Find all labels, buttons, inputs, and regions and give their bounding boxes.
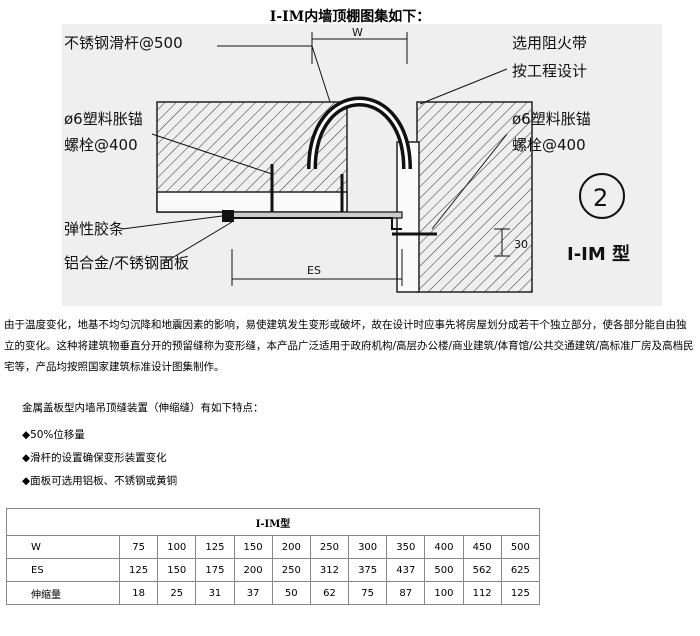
feature-item: ◆50%位移量 xyxy=(22,429,85,441)
description-paragraph: 由于温度变化，地基不均匀沉降和地震因素的影响，易使建筑发生变形或破坏，故在设计时… xyxy=(4,319,694,373)
feature-item: ◆滑杆的设置确保变形装置变化 xyxy=(22,452,167,464)
table-cell: 250 xyxy=(309,535,350,559)
table-cell: 200 xyxy=(233,558,273,582)
label-fire-1: 选用阻火带 xyxy=(512,34,587,52)
table-cell: 350 xyxy=(386,535,426,559)
rubber-strip xyxy=(222,210,234,222)
page-title: I-IM内墙顶棚图集如下： xyxy=(269,9,431,25)
table-cell: 300 xyxy=(348,535,388,559)
label-anchor-right-1: ø6塑料胀锚 xyxy=(512,110,591,128)
table-cell: 375 xyxy=(348,558,388,582)
features-intro: 金属盖板型内墙吊顶缝装置（伸缩缝）有如下特点： xyxy=(22,402,264,414)
features-list: ◆50%位移量 ◆滑杆的设置确保变形装置变化 ◆面板可选用铝板、不锈钢或黄铜 xyxy=(22,424,177,493)
label-anchor-right-2: 螺栓@400 xyxy=(512,136,586,154)
detail-circle xyxy=(579,173,625,219)
cover-panel xyxy=(232,217,402,230)
table-cell: 450 xyxy=(462,535,502,559)
label-fire-2: 按工程设计 xyxy=(512,62,587,80)
row-label: 伸缩量 xyxy=(6,581,120,605)
label-anchor-left-2: 螺栓@400 xyxy=(64,136,138,154)
label-circle-number: 2 xyxy=(593,184,608,212)
table-title-row: I-IM型 xyxy=(6,508,540,536)
table-row: 伸缩量 18 25 31 37 50 62 75 87 100 112 125 xyxy=(6,581,541,605)
label-panel: 铝合金/不锈钢面板 xyxy=(64,254,189,272)
label-rod: 不锈钢滑杆@500 xyxy=(64,34,183,52)
row-label: ES xyxy=(6,558,120,582)
table-cell: 500 xyxy=(500,535,541,559)
table-cell: 500 xyxy=(424,558,464,582)
table-cell: 175 xyxy=(195,558,235,582)
table-cell: 75 xyxy=(118,535,159,559)
label-type: I-IM 型 xyxy=(567,243,630,265)
table-cell: 312 xyxy=(309,558,350,582)
table-cell: 200 xyxy=(271,535,311,559)
label-anchor-left-1: ø6塑料胀锚 xyxy=(64,110,143,128)
label-w: W xyxy=(352,26,363,39)
table-cell: 125 xyxy=(118,558,159,582)
feature-item: ◆面板可选用铝板、不锈钢或黄铜 xyxy=(22,475,178,487)
table-cell: 625 xyxy=(500,558,541,582)
table-cell: 112 xyxy=(462,581,502,605)
table-cell: 25 xyxy=(157,581,197,605)
left-ceiling-board xyxy=(156,191,348,213)
table-cell: 400 xyxy=(424,535,464,559)
table-cell: 31 xyxy=(195,581,235,605)
table-cell: 50 xyxy=(271,581,311,605)
table-cell: 250 xyxy=(271,558,311,582)
table-cell: 562 xyxy=(462,558,502,582)
table-cell: 18 xyxy=(118,581,159,605)
table-title: I-IM型 xyxy=(6,508,540,536)
label-es: ES xyxy=(307,264,321,277)
table-cell: 100 xyxy=(424,581,464,605)
label-rubber: 弹性胶条 xyxy=(64,220,124,238)
label-30: 30 xyxy=(514,238,528,251)
table-cell: 62 xyxy=(309,581,350,605)
table-cell: 125 xyxy=(500,581,541,605)
right-concrete-wall xyxy=(416,101,533,293)
table-row: ES 125 150 175 200 250 312 375 437 500 5… xyxy=(6,558,541,582)
table-row: W 75 100 125 150 200 250 300 350 400 450… xyxy=(6,535,541,559)
table-cell: 150 xyxy=(157,558,197,582)
table-cell: 37 xyxy=(233,581,273,605)
joint-section-drawing: 不锈钢滑杆@500 W 选用阻火带 按工程设计 ø6塑料胀锚 螺栓@400 ø6… xyxy=(62,24,662,306)
table-cell: 100 xyxy=(157,535,197,559)
table-cell: 87 xyxy=(386,581,426,605)
table-cell: 75 xyxy=(348,581,388,605)
table-cell: 437 xyxy=(386,558,426,582)
row-label: W xyxy=(6,535,120,559)
table-cell: 125 xyxy=(195,535,235,559)
table-cell: 150 xyxy=(233,535,273,559)
spec-table: I-IM型 W 75 100 125 150 200 250 300 350 4… xyxy=(6,508,541,605)
